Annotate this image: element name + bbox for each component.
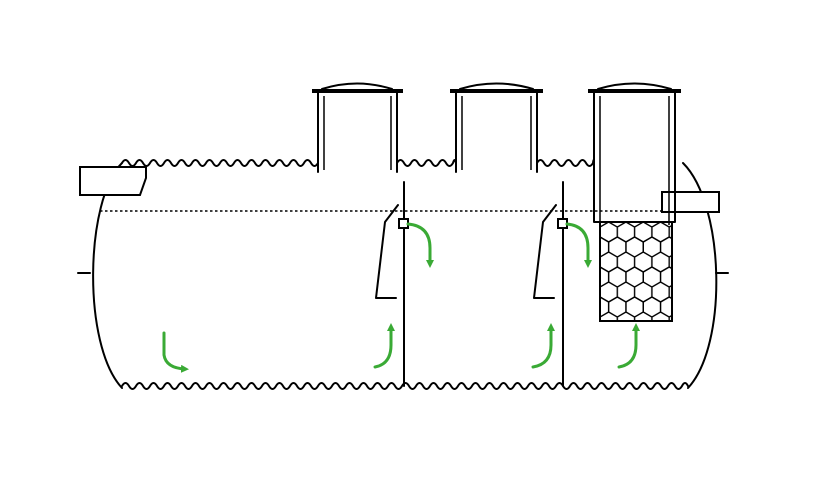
flow-arrow-chamber3-up bbox=[617, 323, 640, 369]
tank-top-corrugation-middle bbox=[396, 159, 457, 167]
inlet-pipe bbox=[79, 166, 147, 196]
access-riser-1 bbox=[312, 82, 403, 173]
flow-arrows bbox=[162, 222, 640, 373]
tank-top-corrugation-left bbox=[121, 159, 319, 167]
flow-arrow-port1-down bbox=[406, 222, 434, 268]
outlet-pipe bbox=[661, 191, 720, 213]
flow-arrow-chamber2-up bbox=[531, 323, 555, 369]
filter-media bbox=[599, 221, 673, 322]
baffle-2 bbox=[533, 204, 557, 299]
access-riser-2 bbox=[450, 82, 543, 173]
flow-arrow-inlet bbox=[162, 331, 189, 373]
tank-bottom-corrugation bbox=[121, 382, 689, 390]
tank-right-end-cap bbox=[682, 162, 718, 389]
access-riser-3 bbox=[588, 82, 681, 225]
flow-arrow-chamber1-up bbox=[373, 323, 395, 369]
tank-left-end-cap bbox=[92, 162, 123, 389]
flow-arrow-port2-down bbox=[565, 222, 592, 268]
tank-top-corrugation-right bbox=[536, 159, 595, 167]
baffle-1 bbox=[375, 204, 399, 299]
